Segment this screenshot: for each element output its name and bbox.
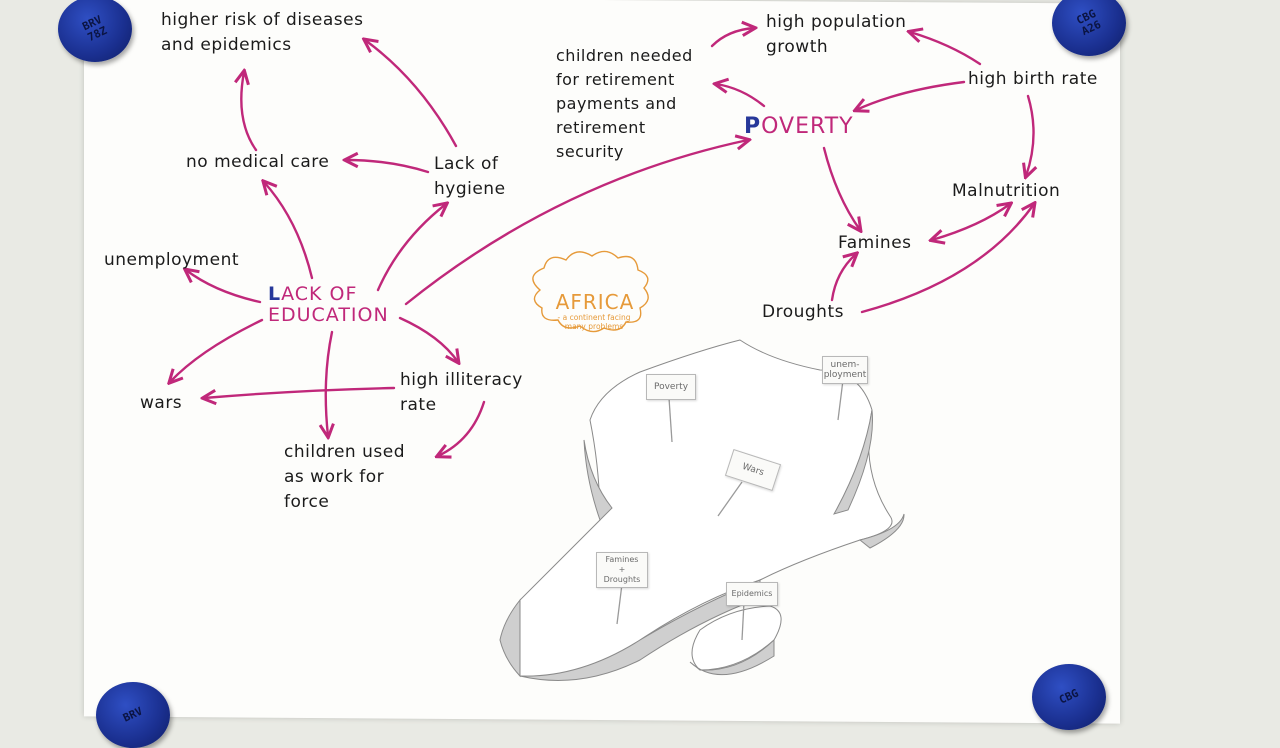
sign-poverty: Poverty (646, 374, 696, 400)
arrow-education-to-hygiene (376, 204, 446, 292)
arrow-education-to-medical (264, 182, 314, 280)
arrow-droughts-to-malnutrition (860, 204, 1034, 314)
arrow-poverty-to-children-needed (716, 84, 766, 108)
pole-poverty (668, 397, 673, 443)
node-droughts: Droughts (762, 302, 844, 322)
node-high-birth-rate: high birth rate (968, 69, 1098, 89)
arrow-illiteracy-to-children-work (438, 400, 486, 456)
arrow-illiteracy-to-wars (204, 386, 396, 398)
node-high-population-growth: high population growth (766, 12, 907, 57)
pole-famines (616, 583, 623, 625)
arrow-education-to-unemployment (186, 270, 262, 304)
africa-cloud (532, 250, 649, 333)
node-children-work: children used as work for force (284, 442, 405, 512)
arrow-children-needed-to-population (710, 28, 754, 48)
arrow-droughts-to-famines (830, 254, 856, 302)
arrow-poverty-to-famines (822, 146, 860, 230)
node-malnutrition: Malnutrition (952, 181, 1061, 201)
africa-subtitle: - a continent facing many problems (557, 313, 631, 331)
arrow-education-to-children-work (326, 330, 332, 436)
pole-epidemics (741, 601, 745, 641)
magnet-bottom-right: CBG (1032, 664, 1106, 730)
node-children-needed: children needed for retirement payments … (556, 46, 693, 161)
pole-wars (717, 481, 743, 517)
magnet-top-left: BRV 78Z (58, 0, 132, 62)
node-unemployment: unemployment (104, 250, 240, 270)
diagram-canvas (0, 0, 1280, 681)
node-poverty: POVERTY (744, 114, 854, 139)
node-higher-risk: higher risk of diseases and epidemics (161, 10, 364, 55)
node-no-medical-care: no medical care (186, 152, 330, 172)
arrow-education-to-wars (170, 318, 264, 382)
arrow-birth-to-population (910, 32, 982, 66)
arrow-hygiene-to-medical (346, 160, 430, 174)
node-wars: wars (140, 393, 183, 413)
pole-unemployment (837, 379, 844, 421)
arrow-education-to-poverty (404, 140, 748, 306)
arrow-education-to-illiteracy (398, 316, 458, 362)
arrow-medical-to-risk (241, 72, 258, 152)
magnet-top-right: CBG A26 (1052, 0, 1126, 56)
node-lack-of-hygiene: Lack of hygiene (434, 154, 506, 199)
node-high-illiteracy: high illiteracy rate (400, 370, 523, 415)
africa-title: AFRICA (555, 290, 635, 314)
sign-epidemics: Epidemics (726, 582, 778, 606)
arrow-famines-malnutrition (932, 204, 1010, 240)
arrow-birth-to-malnutrition (1026, 94, 1034, 176)
sign-famines-droughts: Famines + Droughts (596, 552, 648, 588)
arrow-hygiene-to-risk (365, 40, 458, 148)
africa-map (499, 339, 905, 681)
node-famines: Famines (838, 233, 912, 253)
sign-unemployment: unem- ployment (822, 356, 868, 384)
arrow-birth-to-poverty (856, 80, 966, 110)
